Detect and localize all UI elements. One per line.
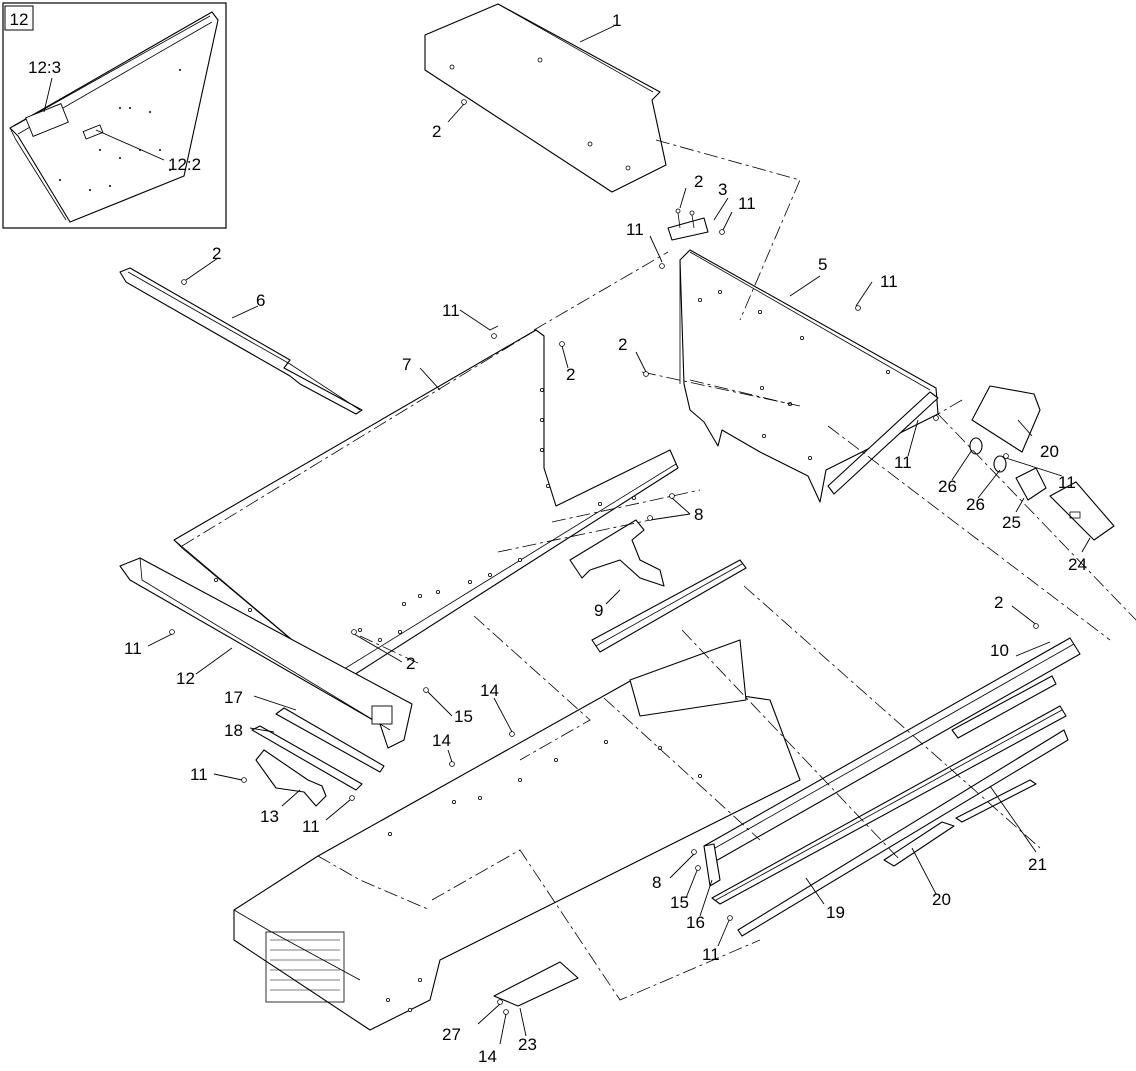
callout-12-3: 12:3: [28, 58, 61, 77]
callout-16: 16: [686, 913, 705, 932]
callout-11-j: 11: [702, 945, 720, 964]
callout-11-c: 11: [880, 272, 898, 291]
hardware-points: [169, 99, 1039, 1015]
callout-25: 25: [1002, 513, 1021, 532]
part-channel: [591, 559, 747, 653]
leader-lines: [147, 25, 1091, 1045]
callout-9: 9: [594, 601, 603, 620]
callout-12: 12: [176, 669, 195, 688]
callout-26-a: 26: [938, 477, 957, 496]
part-18-strip: [251, 725, 363, 791]
part-24-tube: [1049, 481, 1115, 541]
part-20-decal: [883, 821, 955, 867]
decal-12-3: [25, 103, 69, 137]
callout-11-h: 11: [190, 765, 208, 784]
part-6-trim: [119, 267, 363, 415]
part-19-rail: [711, 705, 1067, 905]
callout-12-2: 12:2: [168, 155, 201, 174]
callout-26-b: 26: [966, 495, 985, 514]
part-1-cover: [424, 3, 667, 193]
callout-14-a: 14: [480, 681, 499, 700]
callout-8-b: 8: [652, 873, 661, 892]
callout-20-b: 20: [932, 890, 951, 909]
callout-6: 6: [256, 291, 265, 310]
callout-13: 13: [260, 807, 279, 826]
vent-grille: [265, 931, 345, 1003]
callout-8-a: 8: [694, 505, 703, 524]
callout-2-a: 2: [432, 122, 441, 141]
callout-2-d: 2: [212, 244, 221, 263]
callout-2-b: 2: [694, 172, 703, 191]
callout-3: 3: [718, 180, 727, 199]
part-3-bracket: [667, 208, 709, 241]
part-17-strip: [275, 707, 385, 773]
callout-11-a: 11: [626, 220, 644, 239]
callout-11-f: 11: [1058, 473, 1076, 492]
callout-2-g: 2: [406, 654, 415, 673]
part-26-clamps: [969, 437, 1007, 473]
callout-11-d: 11: [442, 301, 460, 320]
part-21-rail: [737, 729, 1069, 937]
callout-20-a: 20: [1040, 442, 1059, 461]
part-13-guard: [255, 749, 327, 807]
part-10-rail: [703, 637, 1081, 887]
inset-detail-12: 12 12:3 12:2: [2, 2, 227, 229]
part-23-plate: [493, 961, 579, 1007]
callout-17: 17: [224, 688, 243, 707]
callout-27: 27: [442, 1025, 461, 1044]
phantom-lines: [181, 139, 1136, 1001]
callout-19: 19: [826, 903, 845, 922]
callout-21: 21: [1028, 855, 1047, 874]
callout-14-c: 14: [478, 1047, 497, 1066]
callout-1: 1: [612, 11, 621, 30]
callout-14-b: 14: [432, 731, 451, 750]
part-rail-upper: [951, 675, 1057, 739]
inset-number: 12: [10, 10, 29, 29]
part-20-sign: [971, 385, 1041, 453]
part-hopper-body: [233, 639, 801, 1031]
callout-23: 23: [518, 1035, 537, 1054]
callout-7: 7: [402, 355, 411, 374]
callout-10: 10: [990, 641, 1009, 660]
part-9-bracket: [569, 519, 665, 587]
part-5-side-panel: [679, 249, 939, 503]
callout-11-e: 11: [894, 453, 912, 472]
callouts: 1 2 2 3 11 11 5 11 2 2 6 11 7 2 20 11 11…: [124, 11, 1087, 1066]
callout-2-f: 2: [994, 593, 1003, 612]
part-21-decal: [955, 779, 1037, 823]
callout-11-b: 11: [738, 194, 756, 213]
decal-12-2: [82, 124, 104, 140]
callout-11-i: 11: [302, 817, 320, 836]
callout-15-b: 15: [670, 893, 689, 912]
callout-2-c: 2: [618, 335, 627, 354]
callout-15-a: 15: [454, 707, 473, 726]
callout-2-e: 2: [566, 365, 575, 384]
callout-24: 24: [1068, 555, 1087, 574]
callout-11-g: 11: [124, 639, 142, 658]
part-25-sleeve: [1015, 467, 1047, 501]
callout-18: 18: [224, 721, 243, 740]
callout-5: 5: [818, 255, 827, 274]
part-12-frame: [119, 557, 413, 749]
